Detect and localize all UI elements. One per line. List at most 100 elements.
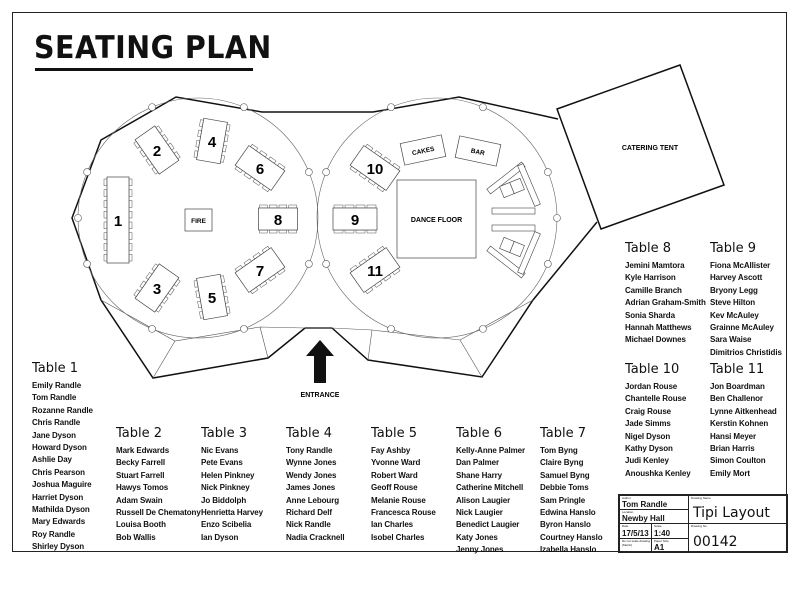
guest-name: Harvey Ascott xyxy=(710,273,763,283)
guest-list-heading: Table 7 xyxy=(540,426,587,441)
chair xyxy=(269,229,278,234)
guest-name: Ben Challenor xyxy=(710,394,763,404)
chair xyxy=(103,211,108,219)
guest-name: Simon Coulton xyxy=(710,456,766,466)
guest-name: Jane Dyson xyxy=(32,430,76,440)
table-top xyxy=(258,207,298,231)
guest-name: Nick Pinkney xyxy=(201,483,250,493)
tent-pole xyxy=(544,168,552,176)
table-7[interactable] xyxy=(233,245,286,295)
table-number: 8 xyxy=(274,212,282,229)
cakes-label: CAKES xyxy=(411,146,435,158)
guest-name: Rozanne Randle xyxy=(32,405,93,415)
guest-name: Roy Randle xyxy=(32,529,76,539)
guest-name: Isobel Charles xyxy=(371,532,425,542)
guest-name: Dan Palmer xyxy=(456,458,500,468)
author-label: Author xyxy=(622,496,631,500)
guest-name: Ashlie Day xyxy=(32,455,72,465)
chair xyxy=(128,243,133,251)
catering-tent-label: CATERING TENT xyxy=(622,145,679,152)
tent-pole xyxy=(240,103,248,111)
table-8[interactable] xyxy=(258,204,298,234)
guest-name: Claire Byng xyxy=(540,458,584,468)
guest-name: Melanie Rouse xyxy=(371,495,426,505)
title-underline xyxy=(35,68,253,71)
chair xyxy=(344,229,355,234)
guest-name: Kathy Dyson xyxy=(625,444,673,454)
table-number: 5 xyxy=(208,290,216,307)
scale-label: Scale xyxy=(654,524,662,528)
guest-name: Chris Randle xyxy=(32,418,81,428)
table-top xyxy=(134,125,180,175)
table-4[interactable] xyxy=(193,117,231,165)
table-number: 10 xyxy=(367,161,384,178)
tent-pole xyxy=(544,260,552,268)
guest-name: Francesca Rouse xyxy=(371,508,436,518)
guest-name: Sara Waise xyxy=(710,335,752,345)
chair xyxy=(288,229,297,234)
guest-name: Anoushka Kenley xyxy=(625,468,691,478)
location-value: Newby Hall xyxy=(622,514,665,523)
chair xyxy=(103,254,108,262)
guest-name: Howard Dyson xyxy=(32,443,87,453)
tent-pole xyxy=(322,260,330,268)
guest-name: Emily Mort xyxy=(710,468,750,478)
cakes-table: CAKES xyxy=(399,134,447,166)
guest-name: Shane Harry xyxy=(456,470,503,480)
guest-name: Brian Harris xyxy=(710,444,755,454)
guest-list-heading: Table 4 xyxy=(286,426,333,441)
chair xyxy=(278,204,287,209)
guest-name: Sonia Sharda xyxy=(625,310,675,320)
table-5[interactable] xyxy=(193,273,231,321)
table-1[interactable] xyxy=(103,176,133,264)
chair xyxy=(128,200,133,208)
table-2[interactable] xyxy=(133,124,182,176)
table-11[interactable] xyxy=(348,245,401,295)
table-9[interactable] xyxy=(332,204,378,234)
guest-name: Benedict Laugier xyxy=(456,520,520,530)
table-number: 4 xyxy=(208,134,217,151)
chair xyxy=(128,211,133,219)
guest-name: Tom Byng xyxy=(540,446,578,455)
table-number: 6 xyxy=(256,161,264,178)
tent-pole xyxy=(240,325,248,333)
guest-name: Mathilda Dyson xyxy=(32,505,90,515)
author-value: Tom Randle xyxy=(622,500,668,509)
drawing-no-label: Drawing No. xyxy=(691,524,708,528)
table-top xyxy=(106,176,130,264)
table-top xyxy=(349,145,401,191)
guest-name: Chantelle Rouse xyxy=(625,394,687,404)
table-10[interactable] xyxy=(348,143,401,193)
chair xyxy=(128,254,133,262)
date-value: 17/5/13 xyxy=(622,529,649,538)
guest-name: Joshua Maguire xyxy=(32,480,92,490)
chair xyxy=(333,204,344,209)
entrance-label[interactable]: ENTRANCE xyxy=(301,392,340,399)
guest-name: Pete Evans xyxy=(201,458,243,468)
table-3[interactable] xyxy=(133,262,182,314)
date-cell: Date 17/5/13 xyxy=(619,523,652,539)
table-number: 7 xyxy=(256,263,264,280)
guest-name: Debbie Toms xyxy=(540,483,589,493)
guest-name: Jemini Mamtora xyxy=(625,261,685,270)
table-6[interactable] xyxy=(233,143,286,193)
guest-list-heading: Table 2 xyxy=(116,426,163,441)
guest-name: Bob Wallis xyxy=(116,532,156,542)
scale-cell: Scale 1:40 xyxy=(651,523,689,539)
drawing-no-cell: Drawing No. 00142 xyxy=(688,523,788,553)
guest-name: Bryony Legg xyxy=(710,285,758,295)
chair xyxy=(128,178,133,186)
scale-value: 1:40 xyxy=(654,529,671,538)
tent-pole xyxy=(148,325,156,333)
guest-name: Nadia Cracknell xyxy=(286,532,345,542)
guest-name: Yvonne Ward xyxy=(371,458,421,468)
guest-name: Adam Swain xyxy=(116,495,163,505)
